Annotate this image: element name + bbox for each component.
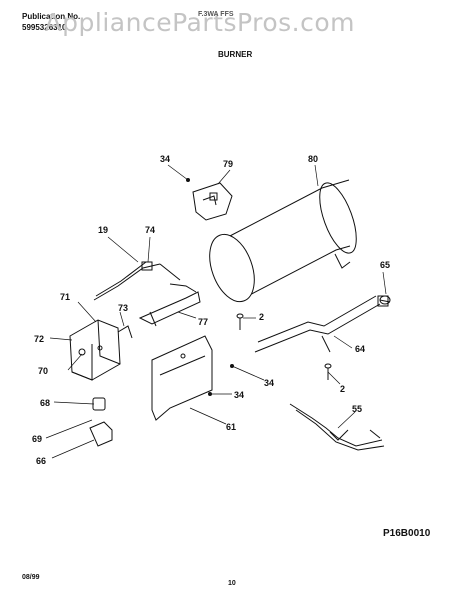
- part-80-tank: [209, 179, 357, 303]
- page-number: 10: [228, 580, 236, 587]
- callout-19: 19: [98, 225, 108, 235]
- callout-71: 71: [60, 292, 70, 302]
- callout-70: 70: [38, 366, 48, 376]
- callout-80: 80: [308, 154, 318, 164]
- callout-65: 65: [380, 260, 390, 270]
- callout-64: 64: [355, 344, 365, 354]
- part-65-fitting: [379, 295, 391, 305]
- callout-2: 2: [259, 312, 264, 322]
- publication-label: Publication No.: [22, 12, 81, 21]
- part-61-shield: [151, 335, 213, 421]
- part-68-69-66-orifice-fittings: [89, 397, 113, 447]
- callout-79: 79: [223, 159, 233, 169]
- publication-number: 5995326310: [22, 23, 67, 32]
- footer-date: 08/99: [22, 574, 40, 581]
- callout-74: 74: [145, 225, 155, 235]
- drawing-code: P16B0010: [383, 528, 431, 539]
- part-71-gas-valve: [69, 319, 133, 381]
- callout-73: 73: [118, 303, 128, 313]
- part-79-bracket: [192, 182, 233, 221]
- callout-34: 34: [234, 390, 244, 400]
- leader-lines: [45, 164, 387, 459]
- section-title: BURNER: [218, 50, 253, 59]
- model-code: F.3WA FFS: [198, 11, 234, 18]
- part-2-screws: [236, 313, 332, 380]
- callout-55: 55: [352, 404, 362, 414]
- callout-77: 77: [198, 317, 208, 327]
- fastener-dots: [186, 178, 234, 396]
- callout-69: 69: [32, 434, 42, 444]
- callout-34: 34: [264, 378, 274, 388]
- callout-68: 68: [40, 398, 50, 408]
- callout-66: 66: [36, 456, 46, 466]
- part-55-wire-harness: [289, 403, 385, 451]
- callout-2: 2: [340, 384, 345, 394]
- callout-72: 72: [34, 334, 44, 344]
- part-64-manifold: [254, 295, 389, 353]
- part-77-burner-tube: [138, 283, 201, 327]
- callout-61: 61: [226, 422, 236, 432]
- part-19-74-thermocouple: [93, 261, 181, 301]
- watermark: AppliancePartsPros.com: [44, 8, 355, 37]
- callout-34: 34: [160, 154, 170, 164]
